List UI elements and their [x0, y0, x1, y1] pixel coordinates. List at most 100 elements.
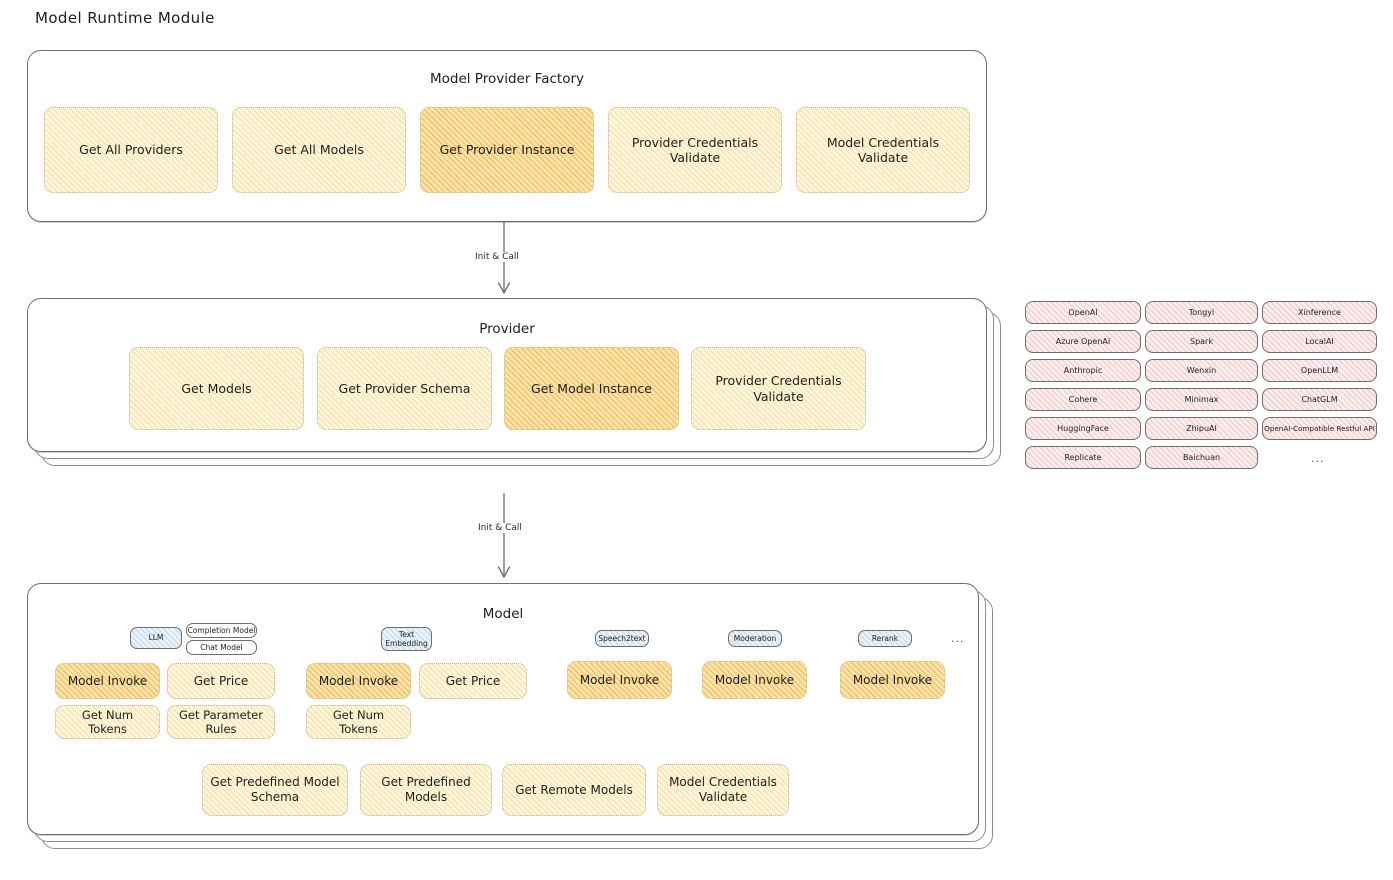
op-label: Get Price — [445, 673, 501, 688]
provider-chip-localai[interactable]: LocalAI — [1262, 330, 1377, 353]
model-type-chip-speech2text[interactable]: Speech2text — [595, 630, 649, 647]
arrow-provider-to-model — [497, 493, 511, 578]
provider-op-get-model-instance[interactable]: Get Model Instance — [504, 347, 679, 430]
op-label: Get Price — [193, 673, 249, 688]
provider-chip-label: Cohere — [1068, 395, 1098, 404]
provider-chip-label: Azure OpenAI — [1055, 337, 1111, 346]
provider-op-label: Get Models — [181, 380, 252, 396]
provider-chip-label: Wenxin — [1186, 366, 1217, 375]
op-label: Get Predefined Models — [381, 775, 471, 804]
factory-op-label: Model Credentials Validate — [826, 134, 940, 165]
provider-chip-replicate[interactable]: Replicate — [1025, 446, 1141, 469]
provider-op-get-models[interactable]: Get Models — [129, 347, 304, 430]
provider-chip-tongyi[interactable]: Tongyi — [1145, 301, 1258, 324]
provider-chip-label: Minimax — [1184, 395, 1219, 404]
model-type-label: Speech2text — [598, 633, 646, 643]
provider-chip-label: LocalAI — [1305, 337, 1334, 346]
provider-chip-minimax[interactable]: Minimax — [1145, 388, 1258, 411]
provider-chip-wenxin[interactable]: Wenxin — [1145, 359, 1258, 382]
provider-op-get-provider-schema[interactable]: Get Provider Schema — [317, 347, 492, 430]
provider-chip-openllm[interactable]: OpenLLM — [1262, 359, 1377, 382]
factory-op-model-credentials-validate[interactable]: Model Credentials Validate — [796, 107, 970, 193]
provider-chip-baichuan[interactable]: Baichuan — [1145, 446, 1258, 469]
llm-op-get-num-tokens[interactable]: Get Num Tokens — [55, 705, 160, 739]
op-label: Model Invoke — [318, 673, 399, 688]
provider-chip-cohere[interactable]: Cohere — [1025, 388, 1141, 411]
model-type-chip-llm[interactable]: LLM — [130, 627, 182, 649]
factory-op-get-all-providers[interactable]: Get All Providers — [44, 107, 218, 193]
factory-op-provider-credentials-validate[interactable]: Provider Credentials Validate — [608, 107, 782, 193]
model-type-label: Text Embedding — [385, 629, 428, 648]
provider-chip-label: OpenAI-Compatible Restful API — [1264, 424, 1375, 433]
factory-op-label: Get Provider Instance — [439, 142, 575, 158]
llm-op-get-price[interactable]: Get Price — [167, 663, 275, 699]
factory-title: Model Provider Factory — [429, 71, 584, 87]
provider-chip-azure-openai[interactable]: Azure OpenAI — [1025, 330, 1141, 353]
provider-chip-xinference[interactable]: Xinference — [1262, 301, 1377, 324]
op-label: Get Predefined Model Schema — [210, 775, 340, 804]
text-embedding-op-get-price[interactable]: Get Price — [419, 663, 527, 699]
model-types-more-ellipsis: ... — [951, 632, 965, 645]
text-embedding-op-get-num-tokens[interactable]: Get Num Tokens — [306, 705, 411, 739]
provider-chip-label: Anthropic — [1063, 366, 1103, 375]
provider-chip-label: OpenLLM — [1300, 366, 1339, 375]
provider-chip-label: HuggingFace — [1057, 424, 1109, 433]
provider-chip-label: ChatGLM — [1301, 395, 1338, 404]
model-type-label: Rerank — [871, 633, 899, 643]
model-op-model-credentials-validate[interactable]: Model Credentials Validate — [657, 764, 789, 816]
provider-chip-spark[interactable]: Spark — [1145, 330, 1258, 353]
provider-chip-label: Spark — [1190, 337, 1213, 346]
provider-chip-huggingface[interactable]: HuggingFace — [1025, 417, 1141, 440]
provider-chip-openai[interactable]: OpenAI — [1025, 301, 1141, 324]
llm-op-get-parameter-rules[interactable]: Get Parameter Rules — [167, 705, 275, 739]
model-type-chip-text-embedding[interactable]: Text Embedding — [381, 627, 432, 651]
model-op-get-remote-models[interactable]: Get Remote Models — [502, 764, 646, 816]
op-label: Model Invoke — [852, 672, 933, 687]
model-op-get-predefined-models[interactable]: Get Predefined Models — [360, 764, 492, 816]
model-type-chip-moderation[interactable]: Moderation — [728, 630, 782, 647]
op-label: Model Credentials Validate — [669, 775, 777, 804]
provider-chip-zhipuai[interactable]: ZhipuAI — [1145, 417, 1258, 440]
model-type-label: LLM — [148, 633, 164, 643]
provider-chip-label: Tongyi — [1188, 308, 1215, 317]
model-title: Model — [482, 606, 524, 622]
provider-chip-label: Baichuan — [1182, 453, 1221, 462]
provider-chip-label: Replicate — [1064, 453, 1102, 462]
text-embedding-op-model-invoke[interactable]: Model Invoke — [306, 663, 411, 699]
provider-chip-openai-compatible-restful-api[interactable]: OpenAI-Compatible Restful API — [1262, 417, 1377, 440]
op-label: Model Invoke — [579, 672, 660, 687]
model-subtype-label: Chat Model — [200, 643, 243, 652]
factory-op-get-all-models[interactable]: Get All Models — [232, 107, 406, 193]
rerank-op-model-invoke[interactable]: Model Invoke — [840, 661, 945, 699]
factory-op-get-provider-instance[interactable]: Get Provider Instance — [420, 107, 594, 193]
provider-chip-label: Xinference — [1298, 308, 1341, 317]
provider-chip-anthropic[interactable]: Anthropic — [1025, 359, 1141, 382]
factory-op-label: Provider Credentials Validate — [631, 134, 759, 165]
op-label: Get Remote Models — [515, 782, 633, 797]
provider-op-label: Get Model Instance — [531, 380, 652, 396]
model-type-chip-rerank[interactable]: Rerank — [858, 630, 912, 647]
provider-chip-label: ZhipuAI — [1186, 424, 1217, 433]
page-title: Model Runtime Module — [35, 9, 215, 27]
model-op-get-predefined-model-schema[interactable]: Get Predefined Model Schema — [202, 764, 348, 816]
provider-list-more-ellipsis: ... — [1311, 452, 1325, 465]
moderation-op-model-invoke[interactable]: Model Invoke — [702, 661, 807, 699]
llm-op-model-invoke[interactable]: Model Invoke — [55, 663, 160, 699]
arrow-label-init-call-2: Init & Call — [475, 523, 525, 533]
provider-op-provider-credentials-validate[interactable]: Provider Credentials Validate — [691, 347, 866, 430]
factory-op-label: Get All Models — [274, 142, 364, 158]
speech2text-op-model-invoke[interactable]: Model Invoke — [567, 661, 672, 699]
model-subtype-chip-completion-model[interactable]: Completion Model — [186, 623, 257, 638]
model-type-label: Moderation — [733, 633, 777, 643]
provider-op-label: Provider Credentials Validate — [715, 373, 842, 404]
factory-op-label: Get All Providers — [79, 142, 183, 158]
provider-title: Provider — [479, 321, 535, 337]
provider-chip-chatglm[interactable]: ChatGLM — [1262, 388, 1377, 411]
arrow-label-init-call-1: Init & Call — [472, 252, 522, 262]
provider-chip-label: OpenAI — [1068, 308, 1098, 317]
op-label: Get Num Tokens — [332, 707, 385, 736]
provider-op-label: Get Provider Schema — [338, 380, 471, 396]
model-subtype-label: Completion Model — [187, 626, 256, 635]
model-subtype-chip-chat-model[interactable]: Chat Model — [186, 640, 257, 655]
